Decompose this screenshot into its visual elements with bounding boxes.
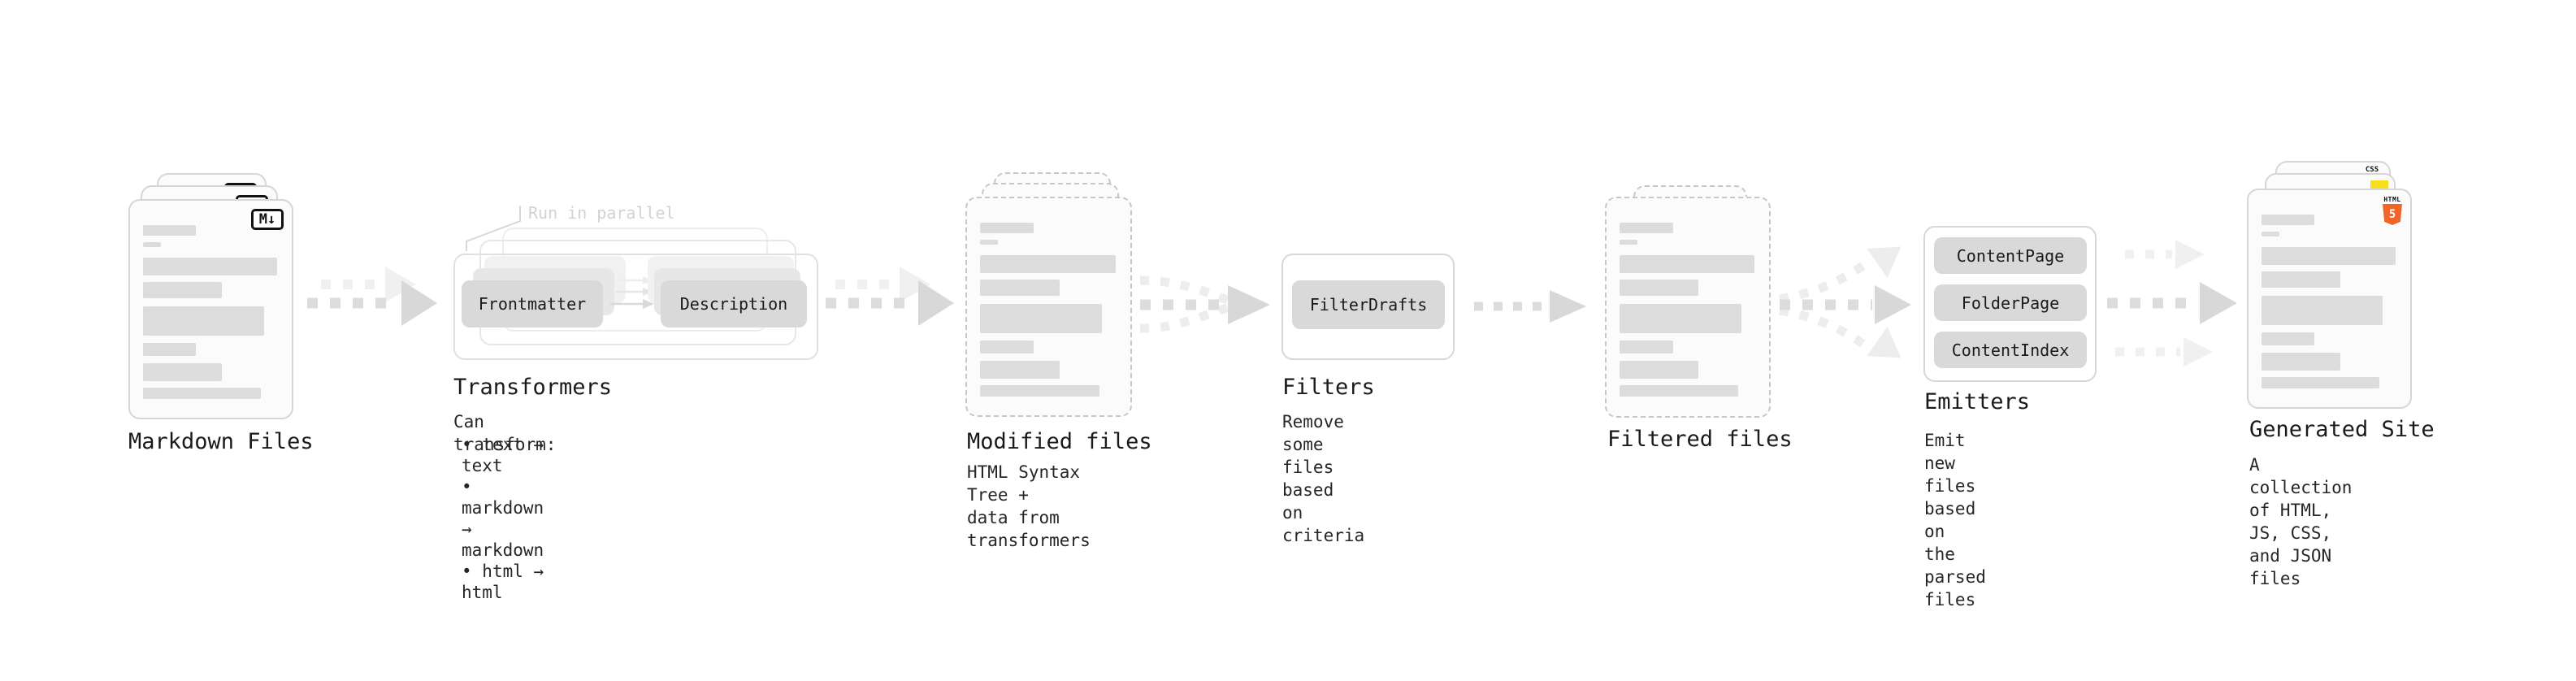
parallel-arrows-icon (610, 276, 654, 309)
emitter-node-contentindex: ContentIndex (1934, 332, 2087, 368)
placeholder-line (2262, 215, 2315, 225)
placeholder-line (1620, 223, 1673, 233)
filters-description: Remove some files based on criteria (1282, 412, 1365, 545)
flow-arrow-transformers-to-modified (826, 267, 954, 326)
document-placeholder-lines (130, 201, 292, 399)
document-placeholder-lines (967, 198, 1130, 397)
node-label: ContentPage (1956, 245, 2065, 266)
placeholder-line (1620, 340, 1673, 354)
placeholder-line (143, 306, 264, 336)
stage-label-filtered-files: Filtered files (1607, 427, 1793, 452)
placeholder-line (980, 385, 1100, 397)
generated-site-description: A collection of HTML, JS, CSS, and JSON … (2249, 455, 2353, 588)
placeholder-line (143, 258, 278, 275)
node-label: FolderPage (1961, 293, 2060, 313)
stage-label-generated-site: Generated Site (2249, 417, 2435, 442)
placeholder-line (980, 304, 1103, 333)
markdown-file-card-front: M↓ (128, 199, 293, 419)
placeholder-line (2262, 247, 2396, 265)
html5-file-icon: HTML 5 (2383, 196, 2402, 225)
stage-label-emitters: Emitters (1924, 389, 2031, 414)
run-in-parallel-annotation: Run in parallel (528, 203, 675, 223)
placeholder-line (143, 242, 161, 247)
placeholder-line (2262, 353, 2340, 371)
placeholder-line (1620, 304, 1741, 333)
placeholder-line (980, 340, 1034, 354)
html5-shield-number: 5 (2388, 208, 2396, 221)
placeholder-line (2262, 271, 2340, 288)
markdown-icon: M↓ (251, 209, 284, 230)
placeholder-line (2262, 232, 2279, 236)
html5-icon-label: HTML (2383, 196, 2401, 203)
capability-item: text → text (462, 434, 544, 476)
html5-shield-icon: 5 (2383, 204, 2402, 225)
stage-label-filters: Filters (1282, 375, 1375, 400)
transformers-capability-list: text → text markdown → markdown html → h… (462, 434, 544, 603)
node-label: FilterDrafts (1309, 295, 1428, 314)
placeholder-line (1620, 255, 1755, 273)
modified-files-description: HTML Syntax Tree + data from transformer… (967, 462, 1091, 550)
flow-arrow-filters-to-filtered (1474, 290, 1586, 323)
capability-item: markdown → markdown (462, 476, 544, 561)
placeholder-line (980, 255, 1117, 273)
stage-label-transformers: Transformers (453, 375, 613, 400)
transformer-node-description: Description (661, 280, 807, 327)
filter-node-filterdrafts: FilterDrafts (1292, 280, 1445, 329)
transformer-node-frontmatter: Frontmatter (462, 280, 603, 327)
placeholder-line (980, 361, 1060, 379)
flow-arrow-modified-to-filters (1139, 275, 1270, 333)
node-label: Description (679, 294, 788, 314)
placeholder-line (143, 225, 197, 236)
modified-file-card-front (965, 197, 1132, 417)
emitter-node-contentpage: ContentPage (1934, 237, 2087, 274)
placeholder-line (143, 343, 197, 356)
placeholder-line (980, 223, 1034, 233)
annotation-leader-line (466, 206, 521, 251)
document-placeholder-lines (1607, 198, 1769, 397)
placeholder-line (143, 388, 262, 399)
placeholder-line (1620, 240, 1637, 245)
node-label: ContentIndex (1951, 340, 2070, 360)
flow-arrows-emitters-to-generated (2107, 240, 2237, 367)
placeholder-line (980, 240, 998, 245)
placeholder-line (143, 282, 222, 298)
markdown-icon-label: M↓ (258, 211, 276, 228)
placeholder-line (1620, 385, 1739, 397)
emitter-node-folderpage: FolderPage (1934, 284, 2087, 321)
flow-arrow-markdown-to-transformers (307, 267, 437, 326)
filtered-file-card-front (1605, 197, 1771, 418)
placeholder-line (1620, 361, 1699, 379)
node-label: Frontmatter (478, 294, 587, 314)
placeholder-line (2262, 377, 2380, 388)
placeholder-line (2262, 332, 2315, 345)
emitters-description: Emit new files based on the parsed files (1924, 431, 1986, 609)
stage-label-markdown-files: Markdown Files (128, 429, 314, 454)
document-placeholder-lines (2249, 190, 2410, 388)
placeholder-line (980, 280, 1060, 296)
stage-label-modified-files: Modified files (967, 429, 1152, 454)
css-icon-label: CSS (2365, 166, 2379, 174)
placeholder-line (143, 363, 222, 381)
placeholder-line (1620, 280, 1699, 296)
capability-item: html → html (462, 561, 544, 603)
flow-arrow-filtered-to-emitters (1779, 246, 1911, 358)
generated-file-card-html: HTML 5 (2247, 189, 2412, 409)
transformers-group-box-front (453, 254, 818, 360)
javascript-file-icon (2370, 180, 2388, 189)
placeholder-line (2262, 296, 2383, 325)
